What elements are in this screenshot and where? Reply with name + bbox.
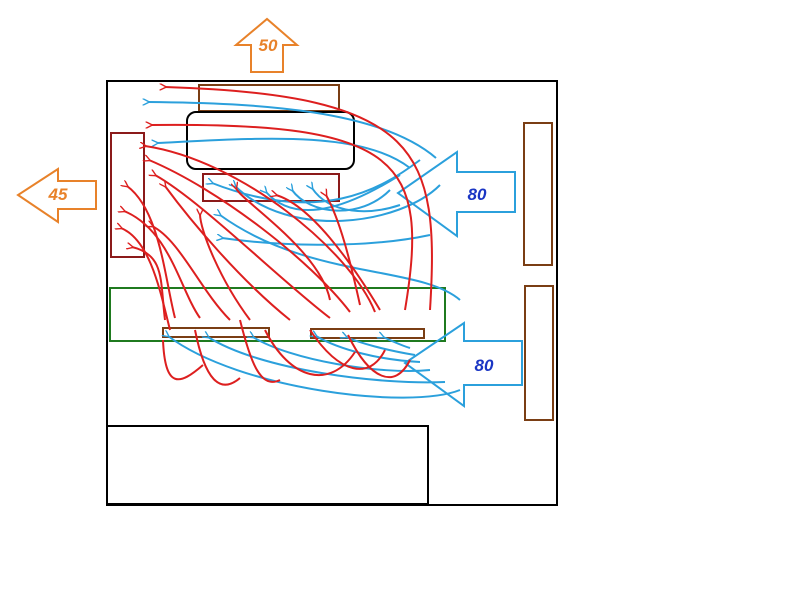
left-outflow-label: 45: [48, 185, 68, 204]
right-panel-upper: [523, 122, 553, 266]
top-outflow-label: 50: [259, 36, 278, 55]
room-outline: [106, 80, 558, 506]
rounded-device: [186, 111, 355, 170]
right-inflow-arrow-upper: 80: [396, 150, 516, 238]
floor-heater-left: [162, 327, 270, 338]
left-radiator: [110, 132, 145, 258]
floor-heater-right: [310, 328, 425, 339]
bottom-furniture-block: [106, 425, 429, 505]
top-outflow-arrow: 50: [233, 17, 300, 73]
right-inflow-arrow-lower: 80: [403, 321, 523, 408]
green-table: [109, 287, 446, 342]
cold-airflow-lines: [148, 102, 461, 399]
left-outflow-arrow: 45: [16, 167, 97, 224]
right-inflow-upper-label: 80: [468, 185, 487, 204]
right-inflow-lower-label: 80: [475, 356, 494, 375]
hot-airflow-lines: [121, 87, 433, 386]
right-panel-lower: [524, 285, 554, 421]
